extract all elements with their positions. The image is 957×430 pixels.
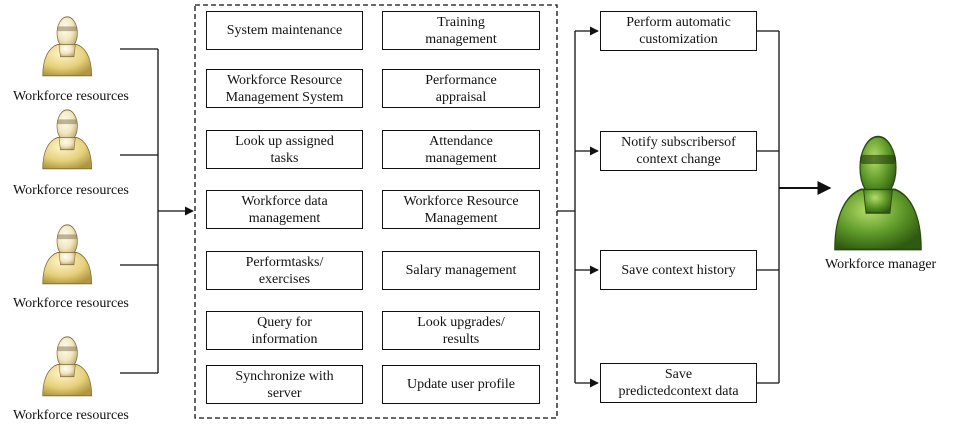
context-action-box: Save context history <box>600 250 757 290</box>
resource-label: Workforce resources <box>13 183 129 198</box>
context-action-box: Save predictedcontext data <box>600 363 757 403</box>
module-box: Salary management <box>382 251 540 290</box>
module-box: Query for information <box>206 311 363 350</box>
person-icon <box>42 16 93 77</box>
module-box: Update user profile <box>382 365 540 404</box>
person-icon <box>42 109 93 170</box>
module-box: Training management <box>382 11 540 50</box>
person-icon <box>833 135 923 251</box>
module-box: Look up assigned tasks <box>206 130 363 169</box>
person-icon <box>42 336 93 397</box>
context-action-box: Notify subscribersof context change <box>600 131 757 171</box>
module-box: Performance appraisal <box>382 69 540 108</box>
module-box: Synchronize with server <box>206 365 363 404</box>
resource-label: Workforce resources <box>13 89 129 104</box>
module-box: System maintenance <box>206 11 363 50</box>
module-box: Performtasks/ exercises <box>206 251 363 290</box>
module-box: Workforce data management <box>206 190 363 229</box>
manager-label: Workforce manager <box>825 257 937 272</box>
module-box: Workforce Resource Management System <box>206 69 363 108</box>
person-icon <box>42 224 93 285</box>
module-box: Attendance management <box>382 130 540 169</box>
context-action-box: Perform automatic customization <box>600 11 757 51</box>
module-box: Workforce Resource Management <box>382 190 540 229</box>
module-box: Look upgrades/ results <box>382 311 540 350</box>
resource-label: Workforce resources <box>13 296 129 311</box>
resource-label: Workforce resources <box>13 408 129 423</box>
